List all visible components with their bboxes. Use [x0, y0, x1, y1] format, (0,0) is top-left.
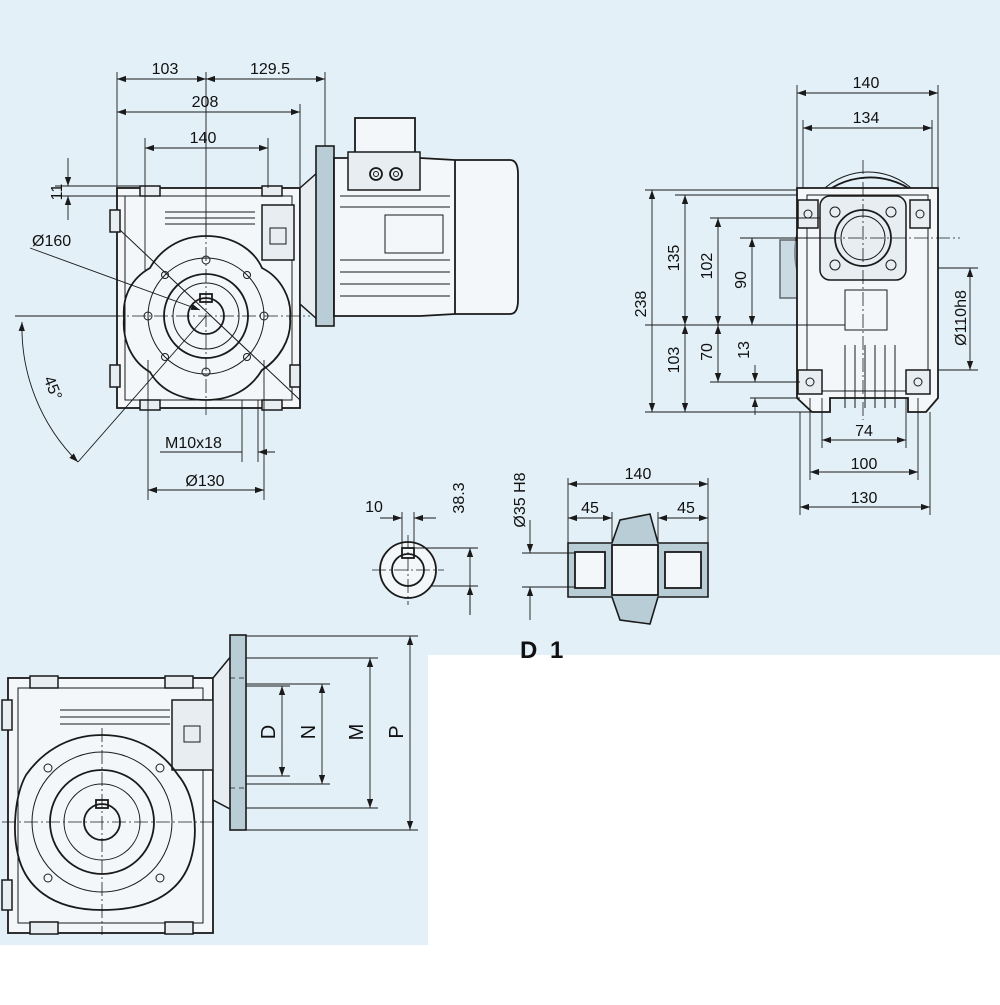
- front-dim-140: 140: [190, 130, 217, 147]
- flange-label-M: M: [346, 724, 368, 741]
- flange-label-P: P: [386, 725, 408, 738]
- side-dim-102: 102: [699, 253, 716, 280]
- bore-dim-38-3: 38.3: [451, 482, 468, 513]
- shaft-dim-45-right: 45: [677, 500, 695, 517]
- side-dim-135: 135: [666, 245, 683, 272]
- shaft-dim-dia35h8: Ø35 H8: [512, 472, 529, 527]
- side-dim-70: 70: [699, 343, 716, 361]
- figure-label: D 1: [520, 637, 566, 664]
- front-view: 103 129.5 208 140 11 Ø160 45° M10x18 Ø13…: [15, 61, 519, 500]
- side-view: 140 134 238 135 102 90 103 70 13 Ø110h8 …: [633, 75, 978, 515]
- side-dim-238: 238: [633, 291, 650, 318]
- shaft-dim-140: 140: [625, 466, 652, 483]
- front-dim-129-5: 129.5: [250, 61, 290, 78]
- front-dim-dia160: Ø160: [32, 233, 71, 250]
- bore-detail: 10 38.3: [365, 482, 478, 615]
- bore-dim-10: 10: [365, 499, 383, 516]
- shaft-detail: 140 45 45 Ø35 H8: [512, 466, 709, 625]
- side-dim-74: 74: [855, 423, 873, 440]
- front-dim-208: 208: [192, 94, 219, 111]
- side-dim-100: 100: [851, 456, 878, 473]
- side-dim-dia110h8: Ø110h8: [953, 290, 970, 346]
- side-dim-103: 103: [666, 347, 683, 374]
- flange-label-N: N: [298, 725, 320, 739]
- side-dim-130: 130: [851, 490, 878, 507]
- front-dim-103: 103: [152, 61, 179, 78]
- shaft-dim-45-left: 45: [581, 500, 599, 517]
- side-dim-140: 140: [853, 75, 880, 92]
- side-dim-90: 90: [733, 271, 750, 289]
- side-dim-13: 13: [736, 341, 753, 359]
- flange-label-D: D: [258, 725, 280, 739]
- flange-view: D N M P: [1, 634, 418, 935]
- front-dim-dia130: Ø130: [185, 473, 224, 490]
- side-dim-134: 134: [853, 110, 880, 127]
- front-dim-11: 11: [49, 184, 66, 201]
- front-dim-m10x18: M10x18: [165, 435, 222, 452]
